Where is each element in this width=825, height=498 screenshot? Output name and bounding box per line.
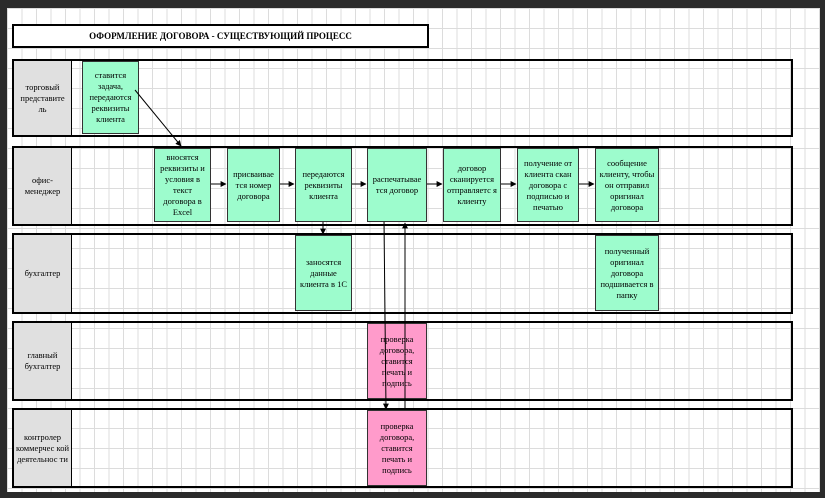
lane-label-accountant: бухгалтер <box>12 233 72 314</box>
step-file-original: полученный оригинал договора подшивается… <box>595 235 659 311</box>
lane-label-chief: главный бухгалтер <box>12 321 72 401</box>
lane-accountant <box>12 233 793 314</box>
step-assign-number: присваивае тся номер договора <box>227 148 280 222</box>
step-chief-check: проверка договора, ставится печать и под… <box>367 323 427 399</box>
step-controller-check: проверка договора, ставится печать и под… <box>367 410 427 486</box>
diagram-sheet: ОФОРМЛЕНИЕ ДОГОВОРА - СУЩЕСТВУЮЩИЙ ПРОЦЕ… <box>7 8 820 492</box>
lane-label-office: офис-менеджер <box>12 146 72 226</box>
step-pass-requisites: передаются реквизиты клиента <box>295 148 352 222</box>
step-set-task: ставится задача, передаются реквизиты кл… <box>82 61 139 134</box>
step-notify-client: сообщение клиенту, чтобы он отправил ори… <box>595 148 659 222</box>
step-scan-send: договор сканируется отправляетс я клиент… <box>443 148 501 222</box>
step-enter-requisites: вносятся реквизиты и условия в текст дог… <box>154 148 211 222</box>
lane-label-trade: торговый представите ль <box>12 59 72 137</box>
lane-label-controller: контролер коммерчес кой деятельнос ти <box>12 408 72 488</box>
step-print-contract: распечатывае тся договор <box>367 148 427 222</box>
diagram-title: ОФОРМЛЕНИЕ ДОГОВОРА - СУЩЕСТВУЮЩИЙ ПРОЦЕ… <box>12 24 429 48</box>
step-enter-1c: заносятся данные клиента в 1С <box>295 235 352 311</box>
step-receive-scan: получение от клиента скан договора с под… <box>517 148 579 222</box>
